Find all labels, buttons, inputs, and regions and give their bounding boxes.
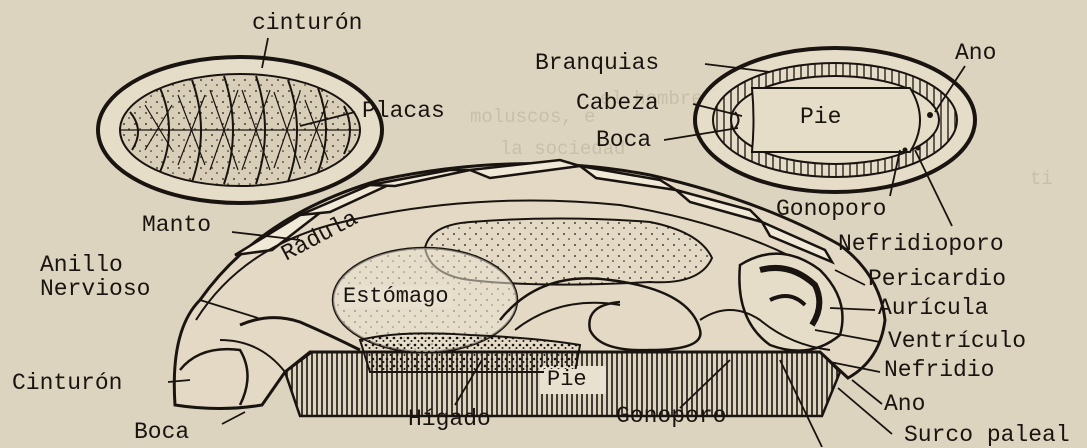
label-gonoporo-top: Gonoporo xyxy=(776,198,886,221)
label-boca-top: Boca xyxy=(596,129,651,152)
label-ventriculo: Ventrículo xyxy=(888,330,1026,353)
label-manto: Manto xyxy=(142,214,211,237)
label-pie-ventral: Pie xyxy=(800,106,841,129)
label-surco-paleal: Surco paleal xyxy=(904,424,1070,447)
label-nervioso: Nervioso xyxy=(40,278,150,301)
label-placas: Placas xyxy=(362,100,445,123)
label-estomago: Estómago xyxy=(340,286,452,308)
label-anillo: Anillo xyxy=(40,254,123,277)
dorsal-chiton xyxy=(98,57,382,203)
label-pericardio: Pericardio xyxy=(868,268,1006,291)
label-cinturon-side: Cinturón xyxy=(12,372,122,395)
label-cabeza: Cabeza xyxy=(576,92,659,115)
label-pie-side: Pie xyxy=(544,369,590,391)
label-branquias: Branquias xyxy=(535,52,659,75)
label-cinturon-top: cinturón xyxy=(252,12,362,35)
label-gonoporo-side: Gonoporo xyxy=(616,405,726,428)
label-auricula: Aurícula xyxy=(878,297,988,320)
label-higado: Hígado xyxy=(408,408,491,431)
label-ano-side: Ano xyxy=(884,393,925,416)
label-nefridioporo: Nefridioporo xyxy=(838,233,1004,256)
label-nefridio: Nefridio xyxy=(884,359,994,382)
label-boca-side: Boca xyxy=(134,421,189,444)
label-ano-top: Ano xyxy=(955,42,996,65)
